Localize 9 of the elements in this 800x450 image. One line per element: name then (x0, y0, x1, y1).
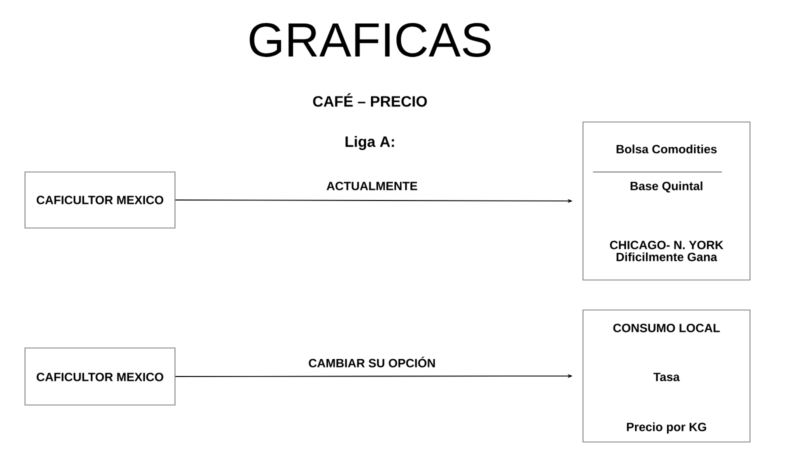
subheading: CAFÉ – PRECIO (313, 93, 427, 107)
process-box: CAFICULTOR MEXICO (24, 172, 176, 228)
title: GRAFICAS (250, 23, 490, 57)
info-box: Bolsa Comodities Base Quintal CHICAGO- N. YORK Dificilmente Gana (582, 122, 750, 280)
edge-label: ACTUALMENTE (325, 180, 419, 192)
process-box: CAFICULTOR MEXICO (24, 348, 176, 406)
info-box: CONSUMO LOCAL Tasa Precio por KG (582, 310, 750, 442)
edge-label: CAMBIAR SU OPCIÓN (307, 356, 437, 368)
subheading: Liga A: (346, 136, 394, 150)
